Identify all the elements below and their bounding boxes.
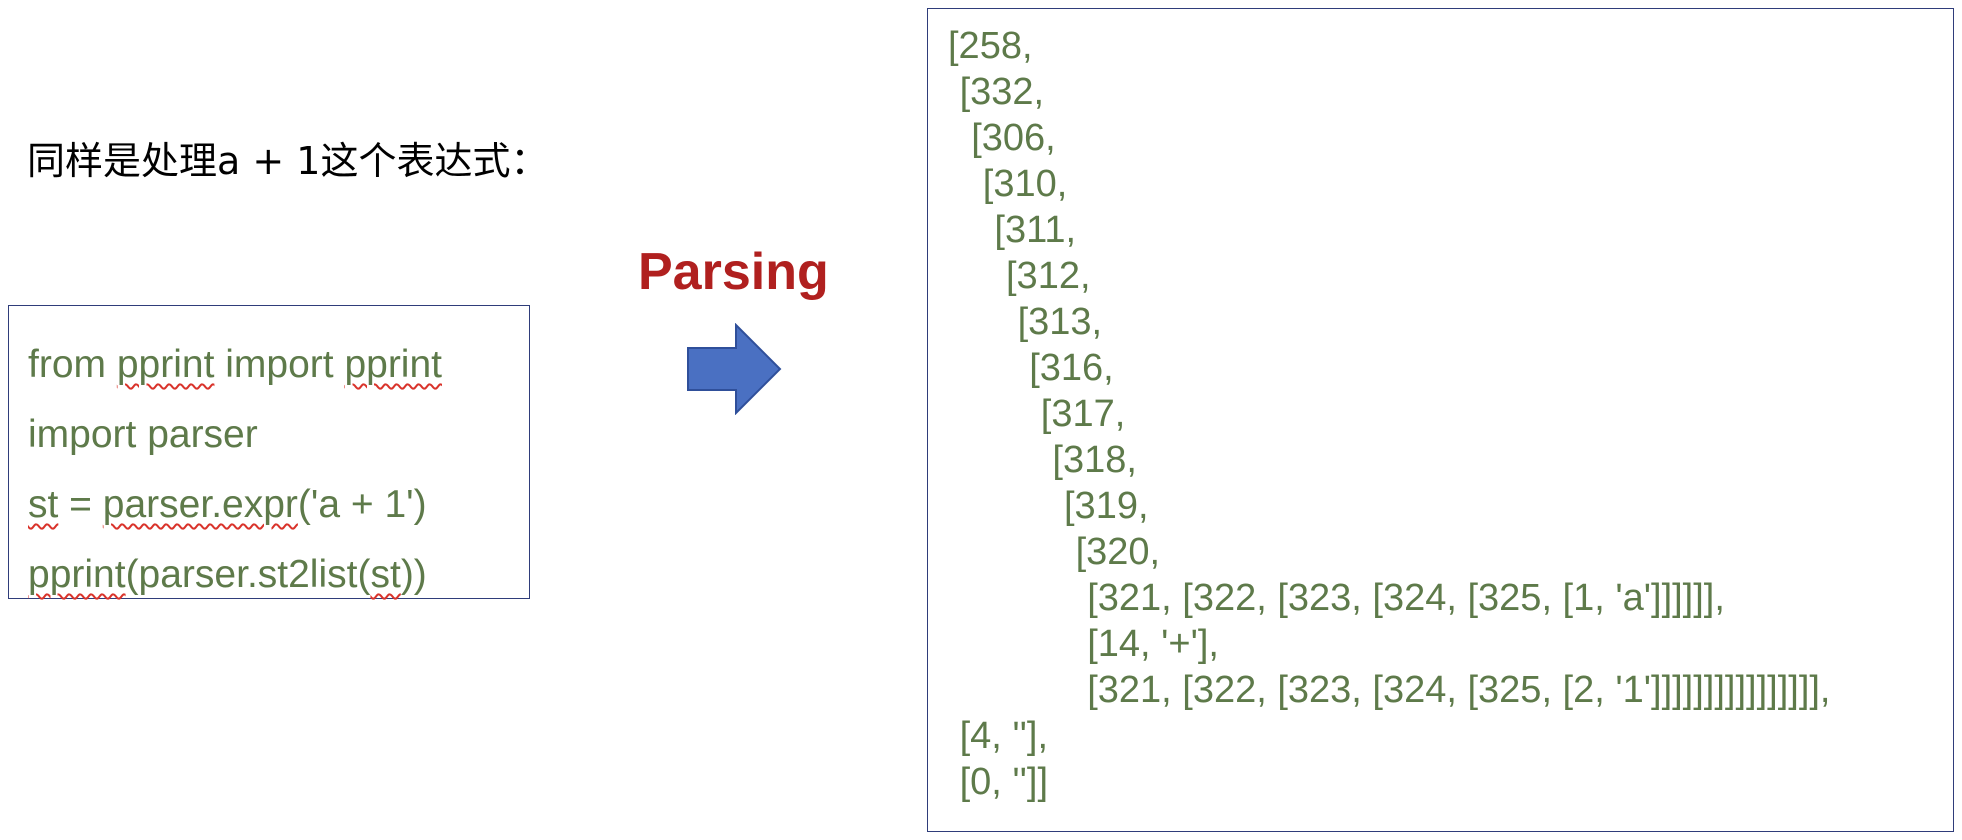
tree-line: [310, (982, 163, 1068, 205)
tree-line: [319, (1064, 485, 1149, 527)
misspelled-word: pprint (28, 553, 126, 596)
tree-line: [317, (1040, 393, 1126, 435)
code-line: import parser (28, 400, 529, 470)
code-line: from pprint import pprint (28, 330, 529, 400)
code-text: = (58, 483, 103, 526)
code-box: from pprint import pprint import parser st… (8, 305, 530, 599)
right-arrow-icon (687, 323, 782, 415)
tree-line: [0, '']] (959, 761, 1049, 803)
tree-line: [311, (994, 209, 1077, 251)
code-line: pprint(parser.st2list(st)) (28, 540, 529, 610)
misspelled-word: st (370, 553, 401, 596)
tree-line: [14, '+'], (1087, 623, 1219, 665)
parsing-label: Parsing (638, 243, 829, 301)
code-line: st = parser.expr('a + 1') (28, 470, 529, 540)
code-text: import (214, 343, 345, 386)
tree-line: [258, (948, 25, 1033, 67)
tree-line: [320, (1075, 531, 1161, 573)
misspelled-word: parser.expr (102, 483, 298, 526)
tree-line: [321, [322, [323, [324, [325, [2, '1']]]… (1087, 669, 1831, 711)
heading: 同样是处理a + 1这个表达式： (27, 139, 549, 183)
tree-line: [4, ''], (959, 715, 1049, 757)
code-text: import parser (28, 413, 258, 456)
misspelled-word: pprint (116, 343, 215, 386)
code-text: from (28, 343, 117, 386)
tree-line: [318, (1052, 439, 1137, 481)
code-text: )) (400, 553, 427, 596)
misspelled-word: st (28, 483, 59, 526)
parse-tree-box: [258,[332,[306,[310,[311,[312,[313,[316,… (927, 8, 1954, 832)
code-text: ('a + 1') (297, 483, 427, 526)
misspelled-word: pprint (344, 343, 442, 386)
tree-line: [313, (1017, 301, 1103, 343)
tree-line: [332, (959, 71, 1045, 113)
tree-line: [306, (971, 117, 1056, 159)
tree-line: [312, (1006, 255, 1091, 297)
tree-line: [321, [322, [323, [324, [325, [1, 'a']]]… (1087, 577, 1725, 619)
code-text: (parser.st2list( (125, 553, 371, 596)
tree-line: [316, (1029, 347, 1114, 389)
